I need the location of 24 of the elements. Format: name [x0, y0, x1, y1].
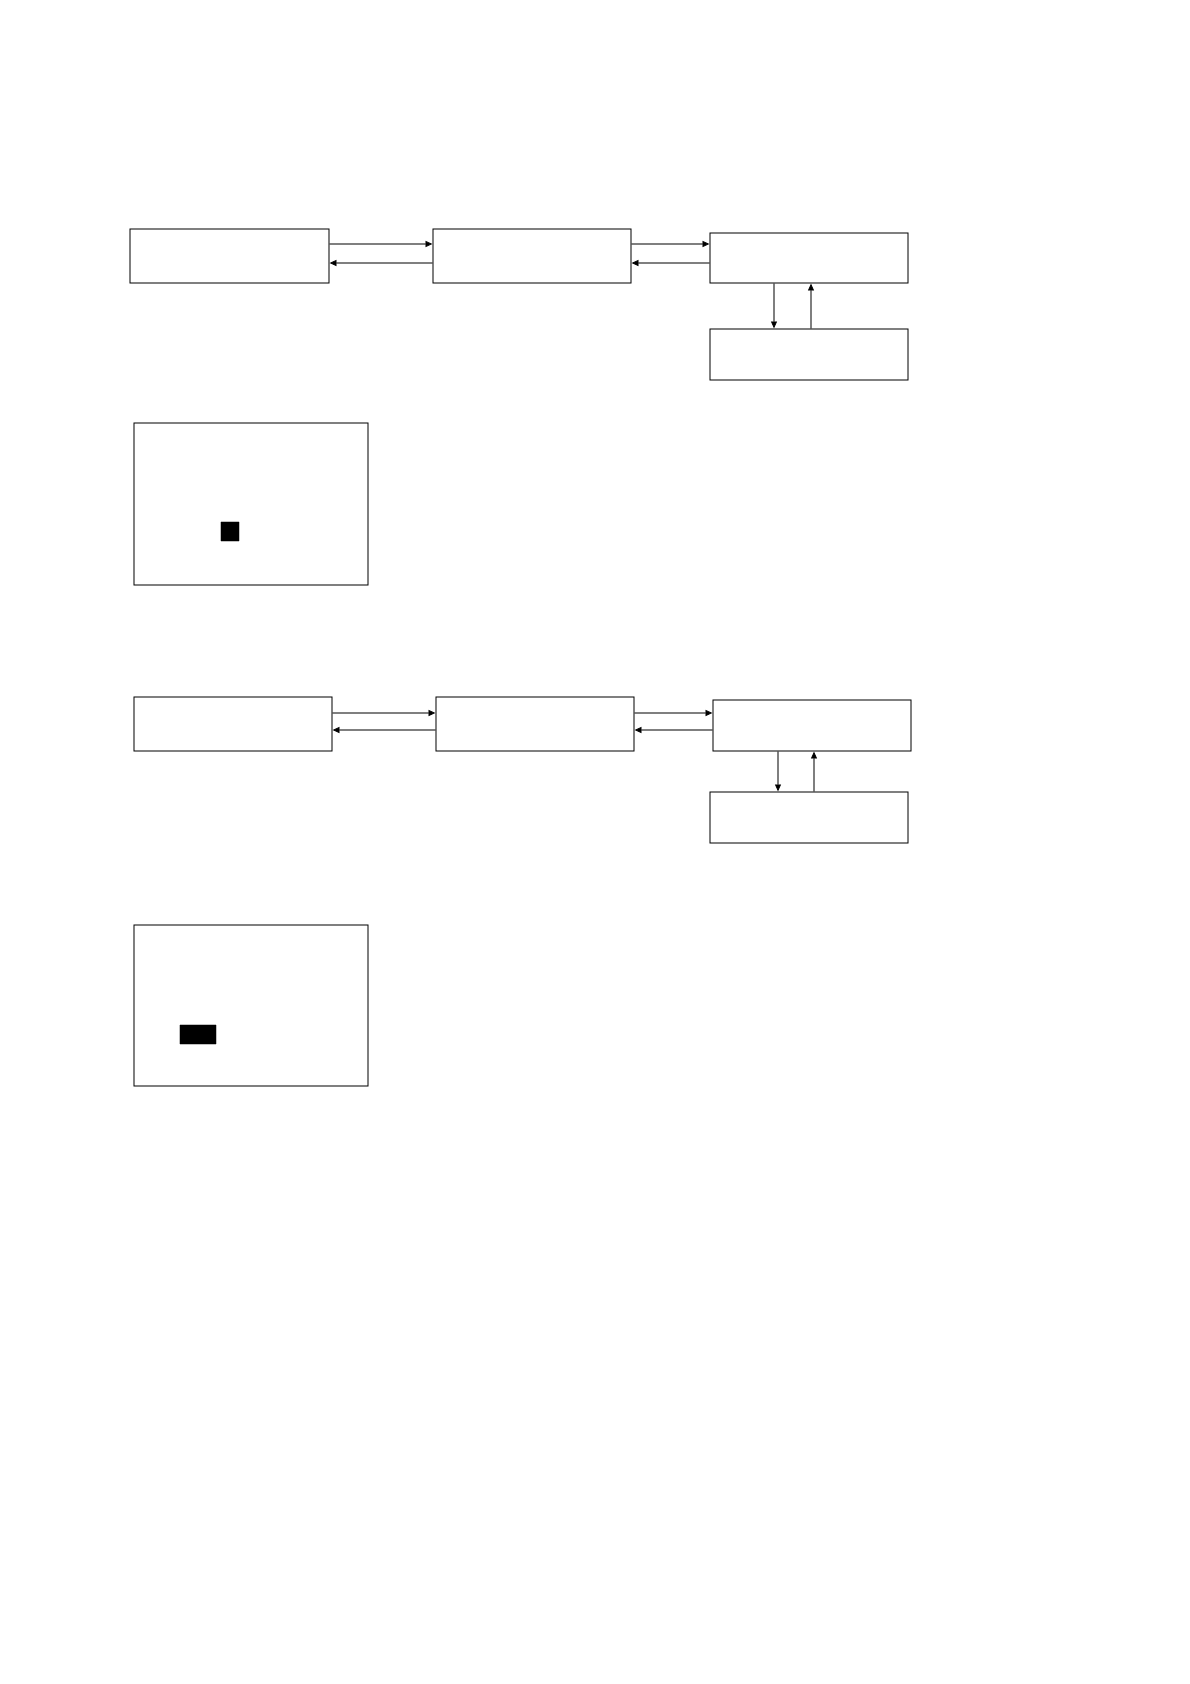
box — [709, 232, 909, 284]
arrow — [329, 241, 432, 247]
box — [432, 228, 632, 284]
arrow — [332, 710, 435, 716]
arrow — [631, 241, 709, 247]
filled-block — [220, 521, 240, 542]
arrow — [811, 752, 817, 792]
box — [435, 696, 635, 752]
box — [133, 696, 333, 752]
arrow — [635, 727, 713, 733]
arrow — [333, 727, 436, 733]
arrow — [771, 283, 777, 328]
box — [129, 228, 330, 284]
filled-block — [179, 1024, 217, 1045]
arrow — [634, 710, 712, 716]
box — [709, 791, 909, 844]
arrow — [775, 751, 781, 791]
arrow — [330, 260, 433, 266]
arrow — [632, 260, 710, 266]
arrow — [808, 284, 814, 329]
box — [712, 699, 912, 752]
box — [709, 328, 909, 381]
box — [133, 422, 369, 586]
box — [133, 924, 369, 1087]
